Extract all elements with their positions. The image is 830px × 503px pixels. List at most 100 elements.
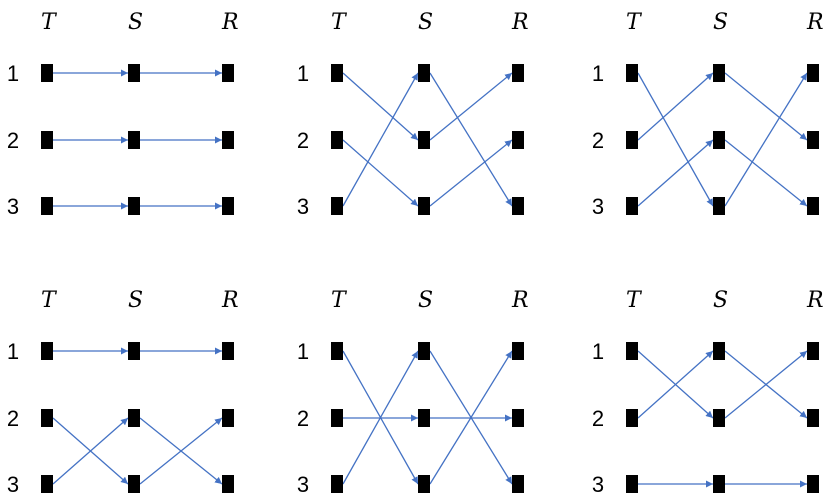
node-t-2 (331, 131, 343, 149)
column-label-s: S (128, 288, 143, 313)
column-label-r: R (511, 10, 529, 35)
row-label-2: 2 (7, 128, 19, 153)
node-s-2 (713, 131, 725, 149)
panel-6: T S R 1 2 3 (592, 288, 824, 497)
edge-t-s-1-to-2 (342, 72, 419, 141)
node-r-3 (512, 197, 524, 215)
column-label-s: S (128, 10, 143, 35)
row-label-2: 2 (7, 406, 19, 431)
node-r-2 (807, 409, 819, 427)
edge-t-s-3-to-1 (342, 72, 419, 207)
row-label-2: 2 (297, 128, 309, 153)
node-r-3 (807, 475, 819, 493)
edge-s-r-1-to-3 (429, 72, 513, 207)
node-t-1 (331, 342, 343, 360)
edge-s-r-2-to-1 (724, 350, 808, 419)
row-label-3: 3 (297, 472, 309, 497)
node-s-3 (418, 197, 430, 215)
node-r-2 (512, 409, 524, 427)
node-t-2 (626, 409, 638, 427)
node-t-3 (331, 197, 343, 215)
node-s-1 (713, 342, 725, 360)
row-label-2: 2 (592, 128, 604, 153)
column-label-t: T (626, 288, 643, 313)
node-t-2 (331, 409, 343, 427)
panel-2: T S R 1 2 3 (297, 10, 529, 219)
row-label-1: 1 (592, 61, 604, 86)
edge-s-r-3-to-2 (429, 139, 513, 207)
row-label-2: 2 (297, 406, 309, 431)
row-label-1: 1 (592, 339, 604, 364)
edge-s-r-3-to-1 (724, 72, 808, 207)
node-t-1 (41, 342, 53, 360)
node-t-2 (41, 409, 53, 427)
row-label-3: 3 (592, 472, 604, 497)
node-t-3 (41, 475, 53, 493)
row-label-2: 2 (592, 406, 604, 431)
column-label-t: T (331, 10, 348, 35)
row-label-3: 3 (297, 194, 309, 219)
column-label-s: S (713, 10, 728, 35)
node-t-1 (626, 342, 638, 360)
node-r-2 (807, 131, 819, 149)
row-label-3: 3 (7, 194, 19, 219)
column-label-r: R (806, 10, 824, 35)
edge-t-s-2-to-1 (637, 72, 714, 141)
column-label-t: T (41, 10, 58, 35)
node-s-2 (418, 131, 430, 149)
node-s-3 (128, 197, 140, 215)
node-r-1 (807, 342, 819, 360)
column-label-s: S (713, 288, 728, 313)
column-label-s: S (418, 10, 433, 35)
node-s-2 (713, 409, 725, 427)
panel-3: T S R 1 2 3 (592, 10, 824, 219)
node-s-2 (128, 409, 140, 427)
node-s-2 (128, 131, 140, 149)
node-t-1 (626, 64, 638, 82)
node-t-3 (41, 197, 53, 215)
row-label-3: 3 (592, 194, 604, 219)
node-s-3 (713, 197, 725, 215)
column-label-r: R (221, 288, 239, 313)
node-t-1 (331, 64, 343, 82)
edge-s-r-3-to-1 (429, 350, 513, 485)
edge-s-r-1-to-2 (724, 72, 808, 141)
node-r-3 (807, 197, 819, 215)
node-s-3 (713, 475, 725, 493)
edge-s-r-2-to-1 (429, 72, 513, 141)
node-r-3 (512, 475, 524, 493)
edge-t-s-2-to-1 (637, 350, 714, 419)
node-s-3 (418, 475, 430, 493)
node-r-1 (512, 64, 524, 82)
node-r-1 (222, 342, 234, 360)
node-s-1 (418, 342, 430, 360)
node-r-3 (222, 197, 234, 215)
node-s-1 (128, 342, 140, 360)
node-r-1 (807, 64, 819, 82)
edge-t-s-3-to-1 (342, 350, 419, 485)
row-label-1: 1 (297, 61, 309, 86)
column-label-t: T (41, 288, 58, 313)
column-label-r: R (806, 288, 824, 313)
node-s-1 (713, 64, 725, 82)
edge-s-r-2-to-3 (724, 139, 808, 207)
node-t-3 (626, 197, 638, 215)
row-label-1: 1 (7, 61, 19, 86)
node-r-1 (512, 342, 524, 360)
edge-t-s-3-to-2 (637, 139, 714, 207)
column-label-s: S (418, 288, 433, 313)
node-s-3 (128, 475, 140, 493)
edge-t-s-2-to-3 (342, 139, 419, 207)
column-label-r: R (511, 288, 529, 313)
node-r-1 (222, 64, 234, 82)
column-label-t: T (626, 10, 643, 35)
node-t-1 (41, 64, 53, 82)
row-label-1: 1 (297, 339, 309, 364)
row-label-3: 3 (7, 472, 19, 497)
node-s-1 (128, 64, 140, 82)
edge-t-s-3-to-2 (52, 417, 129, 485)
node-t-2 (626, 131, 638, 149)
